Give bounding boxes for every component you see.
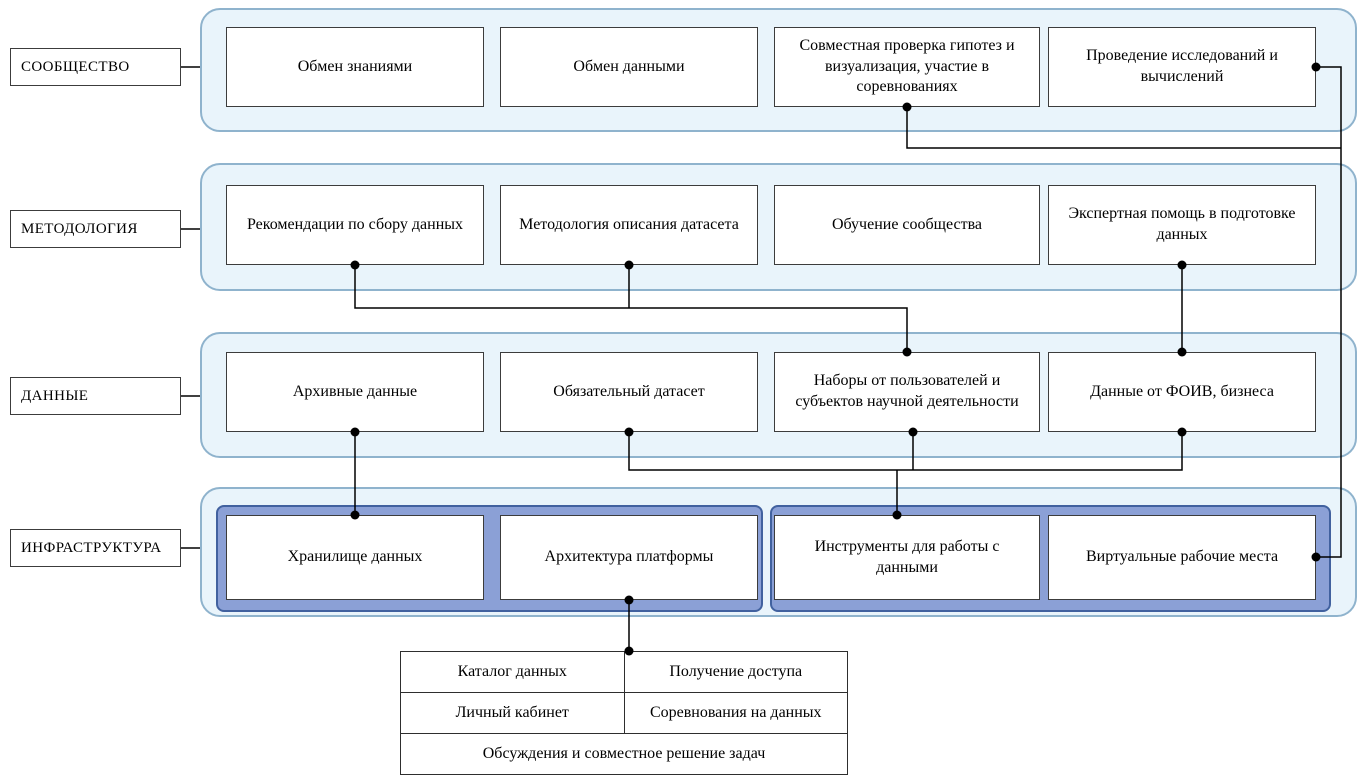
table-cell-discussions: Обсуждения и совместное решение задач xyxy=(400,733,848,775)
label-infrastructure: ИНФРАСТРУКТУРА xyxy=(10,529,181,567)
box-platform-architecture: Архитектура платформы xyxy=(500,515,758,600)
box-data-collection-guidelines: Рекомендации по сбору данных xyxy=(226,185,484,265)
label-infrastructure-text: ИНФРАСТРУКТУРА xyxy=(21,539,162,556)
edge-research-to-virtual xyxy=(1316,66,1342,558)
box-user-datasets: Наборы от пользователей и субъектов науч… xyxy=(774,352,1040,432)
label-community: СООБЩЕСТВО xyxy=(10,48,181,86)
label-community-text: СООБЩЕСТВО xyxy=(21,58,130,75)
box-dataset-description-methodology: Методология описания датасета xyxy=(500,185,758,265)
box-research-computation: Проведение исследований и вычислений xyxy=(1048,27,1316,107)
box-mandatory-dataset: Обязательный датасет xyxy=(500,352,758,432)
box-data-tools: Инструменты для работы с данными xyxy=(774,515,1040,600)
table-cell-data-catalog: Каталог данных xyxy=(400,651,625,693)
box-data-sharing: Обмен данными xyxy=(500,27,758,107)
box-expert-data-help: Экспертная помощь в подготовке данных xyxy=(1048,185,1316,265)
box-virtual-workplaces: Виртуальные рабочие места xyxy=(1048,515,1316,600)
label-data: ДАННЫЕ xyxy=(10,377,181,415)
label-data-text: ДАННЫЕ xyxy=(21,387,89,404)
table-cell-personal-account: Личный кабинет xyxy=(400,692,625,734)
box-data-storage: Хранилище данных xyxy=(226,515,484,600)
box-knowledge-sharing: Обмен знаниями xyxy=(226,27,484,107)
table-row: Личный кабинет Соревнования на данных xyxy=(400,692,848,734)
table-cell-access: Получение доступа xyxy=(623,651,848,693)
table-cell-competitions: Соревнования на данных xyxy=(623,692,848,734)
table-row: Обсуждения и совместное решение задач xyxy=(400,733,848,775)
box-foiv-business-data: Данные от ФОИВ, бизнеса xyxy=(1048,352,1316,432)
box-archival-data: Архивные данные xyxy=(226,352,484,432)
table-row: Каталог данных Получение доступа xyxy=(400,651,848,693)
box-joint-hypothesis-testing: Совместная проверка гипотез и визуализац… xyxy=(774,27,1040,107)
platform-services-table: Каталог данных Получение доступа Личный … xyxy=(400,651,848,775)
box-community-training: Обучение сообщества xyxy=(774,185,1040,265)
label-methodology: МЕТОДОЛОГИЯ xyxy=(10,210,181,248)
label-methodology-text: МЕТОДОЛОГИЯ xyxy=(21,220,138,237)
